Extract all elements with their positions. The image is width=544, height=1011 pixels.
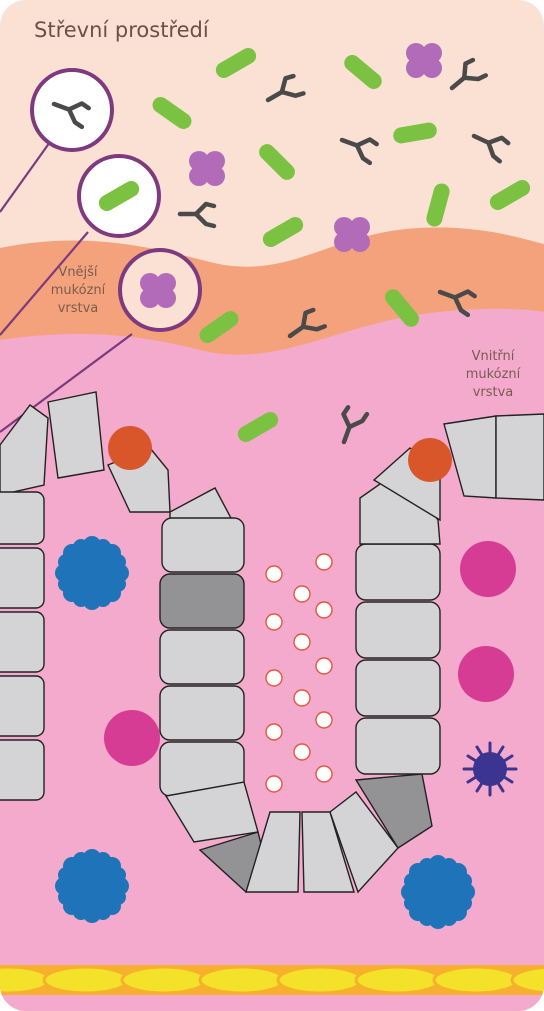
orange-cell-left <box>108 426 152 470</box>
plasma-cell-right-top <box>460 541 516 597</box>
inner-mucus-label: Vnitřní mukózní vrstva <box>448 348 538 402</box>
plasma-cell-right-mid <box>458 646 514 702</box>
inner-mucus-label-line: mukózní <box>448 366 538 384</box>
macrophage-top-left <box>55 536 129 610</box>
outer-mucus-label-line: mukózní <box>38 282 118 300</box>
legend-antibody <box>32 70 112 150</box>
outer-mucus-label-line: Vnější <box>38 264 118 282</box>
outer-mucus-label: Vnější mukózní vrstva <box>38 264 118 318</box>
outer-mucus-label-line: vrstva <box>38 300 118 318</box>
orange-cell-right <box>408 438 452 482</box>
lumen-title: Střevní prostředí <box>34 18 209 42</box>
macrophage-bottom-right <box>401 855 475 929</box>
legend-bacterium <box>79 156 159 236</box>
inner-mucus-label-line: Vnitřní <box>448 348 538 366</box>
macrophage-bottom-left <box>55 849 129 923</box>
inner-mucus-label-line: vrstva <box>448 384 538 402</box>
basement-membrane <box>0 965 544 995</box>
plasma-cell-left <box>104 710 160 766</box>
legend-antigen <box>120 250 200 330</box>
